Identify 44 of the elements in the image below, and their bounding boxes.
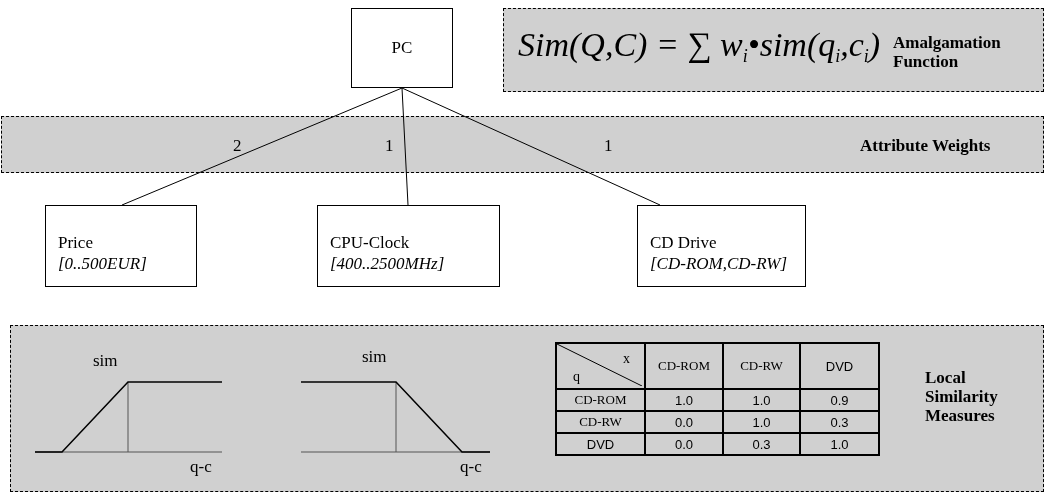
row-axis-label: q xyxy=(573,370,580,384)
table-cell: 0.3 xyxy=(723,433,800,455)
table-cell: 1.0 xyxy=(645,389,723,411)
row-header: CD-ROM xyxy=(556,389,645,411)
table-cell: 1.0 xyxy=(723,411,800,433)
dashed-band xyxy=(503,8,1044,92)
table-cell: 0.0 xyxy=(645,411,723,433)
attribute-box xyxy=(637,205,806,287)
axis-label: sim xyxy=(93,352,118,369)
attribute-box xyxy=(351,8,453,88)
column-header: CD-ROM xyxy=(645,343,723,389)
band-heading: Attribute Weights xyxy=(860,136,991,156)
formula: Sim(Q,C) = ∑ w$_{i}$•sim(q$_{i}$,c$_{i}$) xyxy=(518,26,881,67)
value-range: [400..2500MHz] xyxy=(330,252,445,274)
table-cell: 1.0 xyxy=(800,433,879,455)
value-range: [CD-ROM,CD-RW] xyxy=(650,252,788,274)
node-title: PC xyxy=(391,37,413,59)
edge-label: 1 xyxy=(384,137,395,154)
edge-label: 1 xyxy=(603,137,614,154)
column-header: CD-RW xyxy=(723,343,800,389)
connector-line xyxy=(121,87,403,206)
connector-line xyxy=(401,87,409,206)
table-cell: 1.0 xyxy=(723,389,800,411)
connector-line xyxy=(401,87,661,206)
axis-label: q-c xyxy=(460,458,482,475)
attribute-box xyxy=(317,205,500,287)
column-header: DVD xyxy=(800,343,879,389)
edge-label: 2 xyxy=(232,137,243,154)
value-range: [0..500EUR] xyxy=(58,252,147,274)
node-title: CD Drive xyxy=(650,231,717,253)
table-cell: 0.9 xyxy=(800,389,879,411)
row-header: DVD xyxy=(556,433,645,455)
dashed-band xyxy=(10,325,1044,492)
table-cell: 0.0 xyxy=(645,433,723,455)
table-cell: 0.3 xyxy=(800,411,879,433)
band-heading: Local Similarity Measures xyxy=(925,368,999,426)
axis-label: sim xyxy=(362,348,387,365)
attribute-box xyxy=(45,205,197,287)
row-header: CD-RW xyxy=(556,411,645,433)
column-axis-label: x xyxy=(623,352,630,366)
band-heading: Amalgamation Function xyxy=(893,33,1002,72)
node-title: Price xyxy=(58,231,93,253)
node-title: CPU-Clock xyxy=(330,231,410,253)
axis-label: q-c xyxy=(190,458,212,475)
